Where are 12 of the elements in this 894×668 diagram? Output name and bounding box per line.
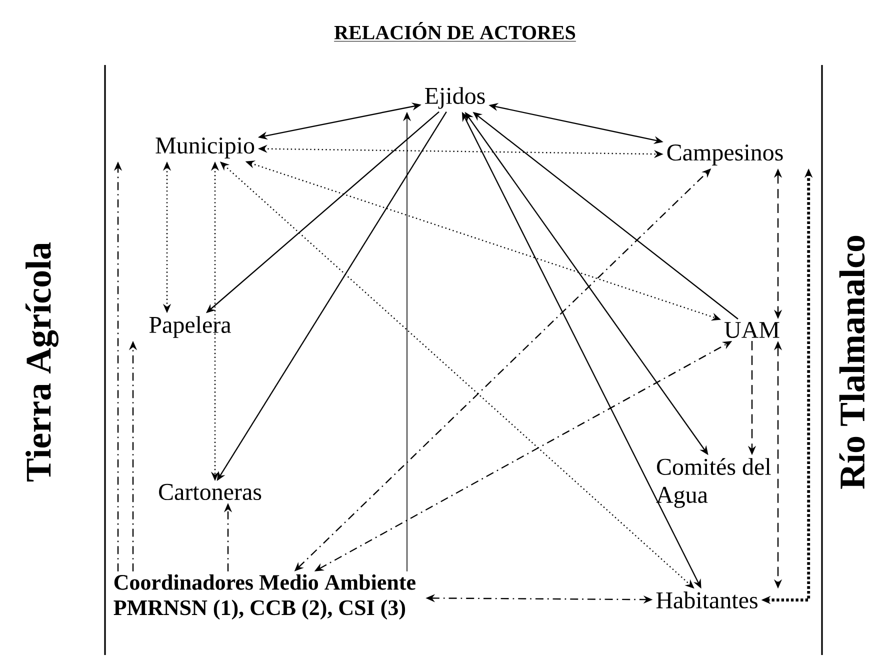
actor-label: Campesinos bbox=[667, 144, 783, 166]
actor-label: Coordinadores Medio Ambiente PMRNSN (1), CCB (2), CSI (3) bbox=[114, 574, 416, 620]
actor-label: Ejidos bbox=[425, 87, 485, 109]
title: RELACIÓN DE ACTORES bbox=[334, 22, 576, 42]
actor-label: Habitantes bbox=[656, 592, 758, 608]
side-label: Río Tlalmanalco bbox=[839, 236, 865, 489]
actor-label: Municipio bbox=[156, 138, 254, 158]
actor-label: Comités del Agua bbox=[656, 458, 771, 508]
actor-label: Papelera bbox=[149, 316, 231, 338]
side-label: Tierra Agrícola bbox=[26, 242, 58, 482]
actor-label: UAM bbox=[724, 322, 780, 338]
actor-label: Cartoneras bbox=[159, 484, 262, 500]
